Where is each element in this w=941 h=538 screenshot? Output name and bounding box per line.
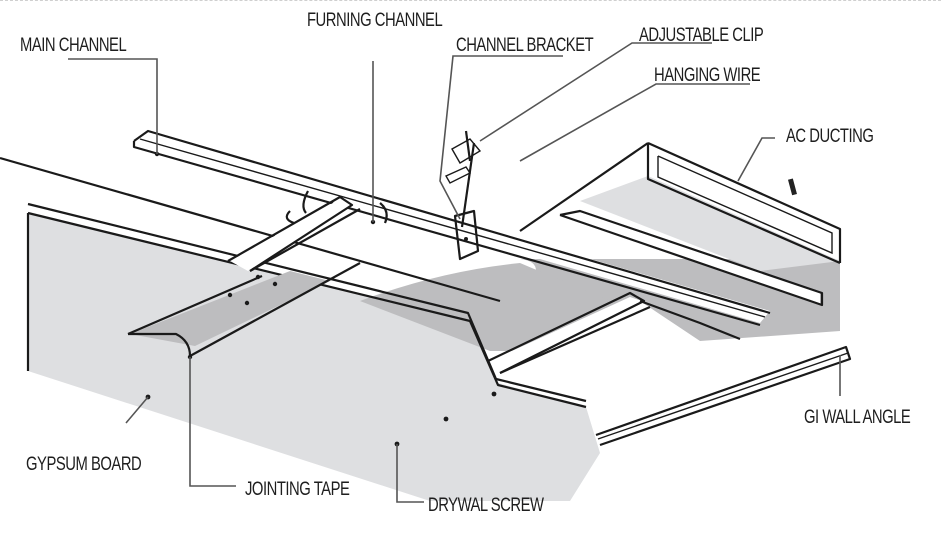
label-gi-wall-angle: GI WALL ANGLE	[804, 406, 910, 427]
furring-channel-right	[487, 291, 741, 375]
main-channel	[132, 129, 771, 327]
leader-drywal-screw	[396, 444, 424, 503]
hanging-assembly	[445, 130, 482, 261]
label-hanging-wire: HANGING WIRE	[654, 64, 760, 85]
label-jointing-tape: JOINTING TAPE	[245, 478, 350, 499]
leader-main-channel	[68, 58, 158, 154]
label-ac-ducting: AC DUCTING	[786, 125, 873, 146]
labels: MAIN CHANNEL FURNING CHANNEL CHANNEL BRA…	[20, 9, 911, 515]
leader-channel-bracket	[439, 55, 563, 220]
label-channel-bracket: CHANNEL BRACKET	[456, 34, 593, 55]
label-gypsum-board: GYPSUM BOARD	[26, 453, 141, 474]
leader-hanging-wire	[519, 83, 750, 162]
gypsum-board	[26, 213, 600, 501]
leader-lines	[68, 42, 841, 503]
leader-jointing-tape	[189, 357, 236, 487]
leader-gypsum-board	[125, 396, 149, 424]
gi-wall-angle	[595, 345, 852, 447]
label-main-channel: MAIN CHANNEL	[20, 34, 126, 55]
channel-clips	[285, 190, 388, 225]
ac-ducting	[519, 141, 842, 271]
jointing-tape	[127, 262, 361, 357]
duct-support-angle	[559, 209, 824, 307]
leader-adjustable-clip	[479, 42, 712, 142]
furring-channel	[227, 195, 361, 272]
label-drywal-screw: DRYWAL SCREW	[428, 494, 544, 515]
leader-ac-ducting	[737, 137, 775, 182]
label-furning-channel: FURNING CHANNEL	[307, 9, 442, 30]
label-adjustable-clip: ADJUSTABLE CLIP	[639, 24, 763, 45]
